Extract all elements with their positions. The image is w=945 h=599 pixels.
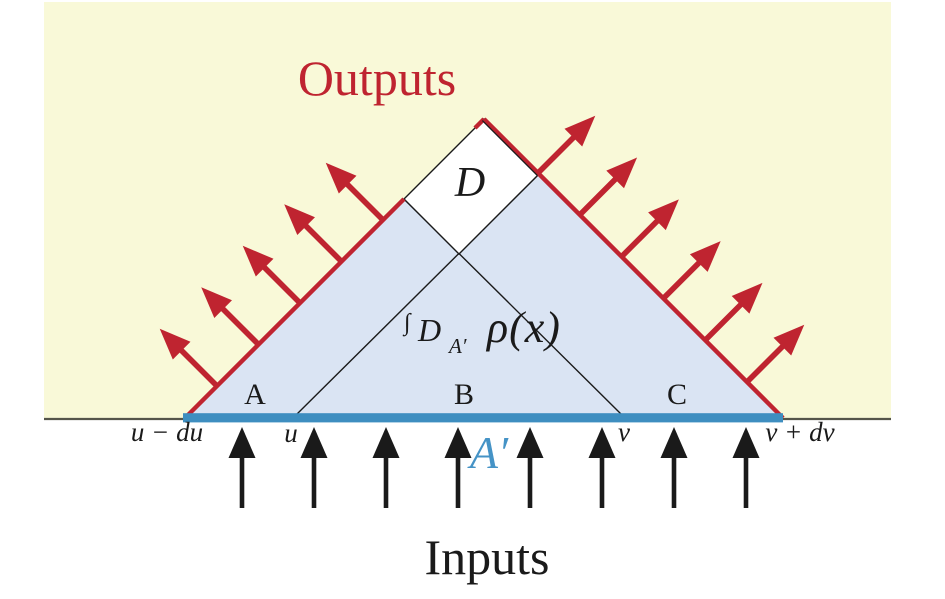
inputs-title: Inputs [425, 529, 550, 585]
triangle-region [185, 119, 783, 418]
region-b-label: B [454, 378, 474, 411]
input-arrow [661, 427, 688, 508]
region-a-label: A [244, 378, 266, 411]
integral-integrand: ρ(x) [485, 303, 561, 352]
integral-domain-sub: A′ [447, 334, 467, 358]
right-edge [482, 117, 785, 420]
integral-expression: ∫ D A′ ρ(x) [402, 303, 561, 358]
tick-v: v [618, 417, 630, 447]
input-arrow [301, 427, 328, 508]
input-arrow [373, 427, 400, 508]
a-prime-label: A′ [467, 427, 509, 478]
tick-u-minus-du: u − du [131, 417, 203, 447]
integral-domain: D [417, 312, 441, 348]
input-arrow [517, 427, 544, 508]
diamond-inner-edge [481, 120, 538, 177]
input-arrow [229, 427, 256, 508]
left-edge [183, 197, 406, 420]
a-prime-band [183, 413, 783, 423]
input-arrow [733, 427, 760, 508]
outputs-title: Outputs [298, 50, 456, 106]
region-d-label: D [454, 160, 485, 206]
region-c-label: C [667, 378, 687, 411]
tick-v-plus-dv: v + dv [765, 417, 834, 447]
input-arrow [445, 427, 472, 508]
input-arrow [589, 427, 616, 508]
integral-sign: ∫ [402, 310, 412, 337]
tick-u: u [284, 418, 298, 448]
